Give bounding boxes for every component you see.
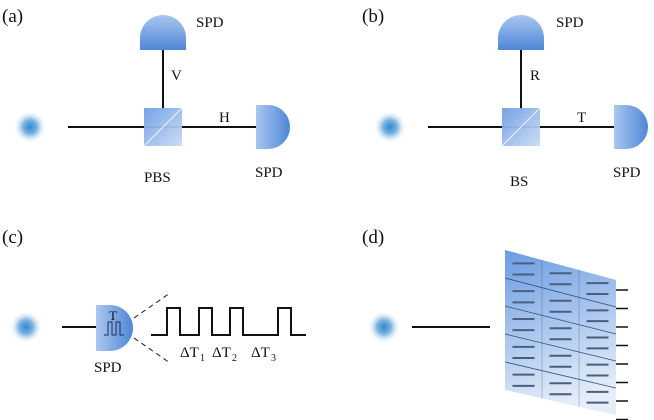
panel-d: (d)	[362, 227, 628, 420]
interval-label-2: ΔT 2	[212, 345, 237, 364]
detector-icon	[96, 305, 133, 351]
array-grid-line	[504, 361, 617, 389]
photon-source-icon	[10, 311, 42, 343]
detector-icon	[256, 105, 290, 149]
panel-a-label: (a)	[2, 6, 23, 27]
svg-text:ΔT: ΔT	[251, 345, 270, 361]
horizontal-path-label: T	[577, 110, 586, 126]
detector-top-label: SPD	[196, 15, 224, 31]
interval-label-1: ΔT 1	[180, 345, 205, 364]
svg-text:ΔT: ΔT	[212, 345, 231, 361]
detector-icon	[614, 105, 648, 149]
panel-b-label: (b)	[362, 6, 384, 27]
detector-icon	[498, 15, 544, 50]
detector-array-icon	[504, 250, 628, 420]
panel-c: (c) T SPD ΔT 1 ΔT 2 ΔT 3	[2, 227, 306, 376]
photon-source-icon	[374, 111, 406, 143]
splitter-label: BS	[510, 174, 528, 190]
detector-icon	[140, 15, 186, 50]
vertical-path-label: V	[171, 68, 182, 84]
horizontal-path-label: H	[219, 110, 230, 126]
beam-splitter-icon	[143, 107, 183, 147]
pulse-train	[151, 307, 306, 336]
panel-b: (b) SPD R T BS SPD	[362, 6, 648, 190]
svg-text:ΔT: ΔT	[180, 345, 199, 361]
detector-right-label: SPD	[613, 165, 641, 181]
pulse-train-icon	[104, 321, 124, 336]
array-grid-line	[504, 277, 617, 308]
panel-c-label: (c)	[2, 227, 23, 248]
detector-top-label: SPD	[556, 15, 584, 31]
detector-label: SPD	[94, 360, 122, 376]
svg-text:2: 2	[232, 353, 237, 364]
panel-a: (a) SPD V H PBS SPD	[2, 6, 290, 186]
detector-inner-label: T	[109, 308, 117, 323]
photon-source-icon	[14, 111, 46, 143]
panel-d-label: (d)	[362, 227, 384, 248]
detector-right-label: SPD	[255, 165, 283, 181]
svg-text:1: 1	[200, 353, 205, 364]
splitter-label: PBS	[144, 170, 171, 186]
beam-splitter-icon	[501, 107, 541, 147]
vertical-path-label: R	[530, 68, 540, 84]
array-grid-line	[504, 305, 617, 335]
array-grid-line	[504, 333, 617, 362]
zoom-line-bottom	[133, 337, 171, 364]
svg-text:3: 3	[271, 353, 276, 364]
photon-source-icon	[368, 311, 400, 343]
interval-label-3: ΔT 3	[251, 345, 276, 364]
zoom-line-top	[133, 292, 171, 319]
